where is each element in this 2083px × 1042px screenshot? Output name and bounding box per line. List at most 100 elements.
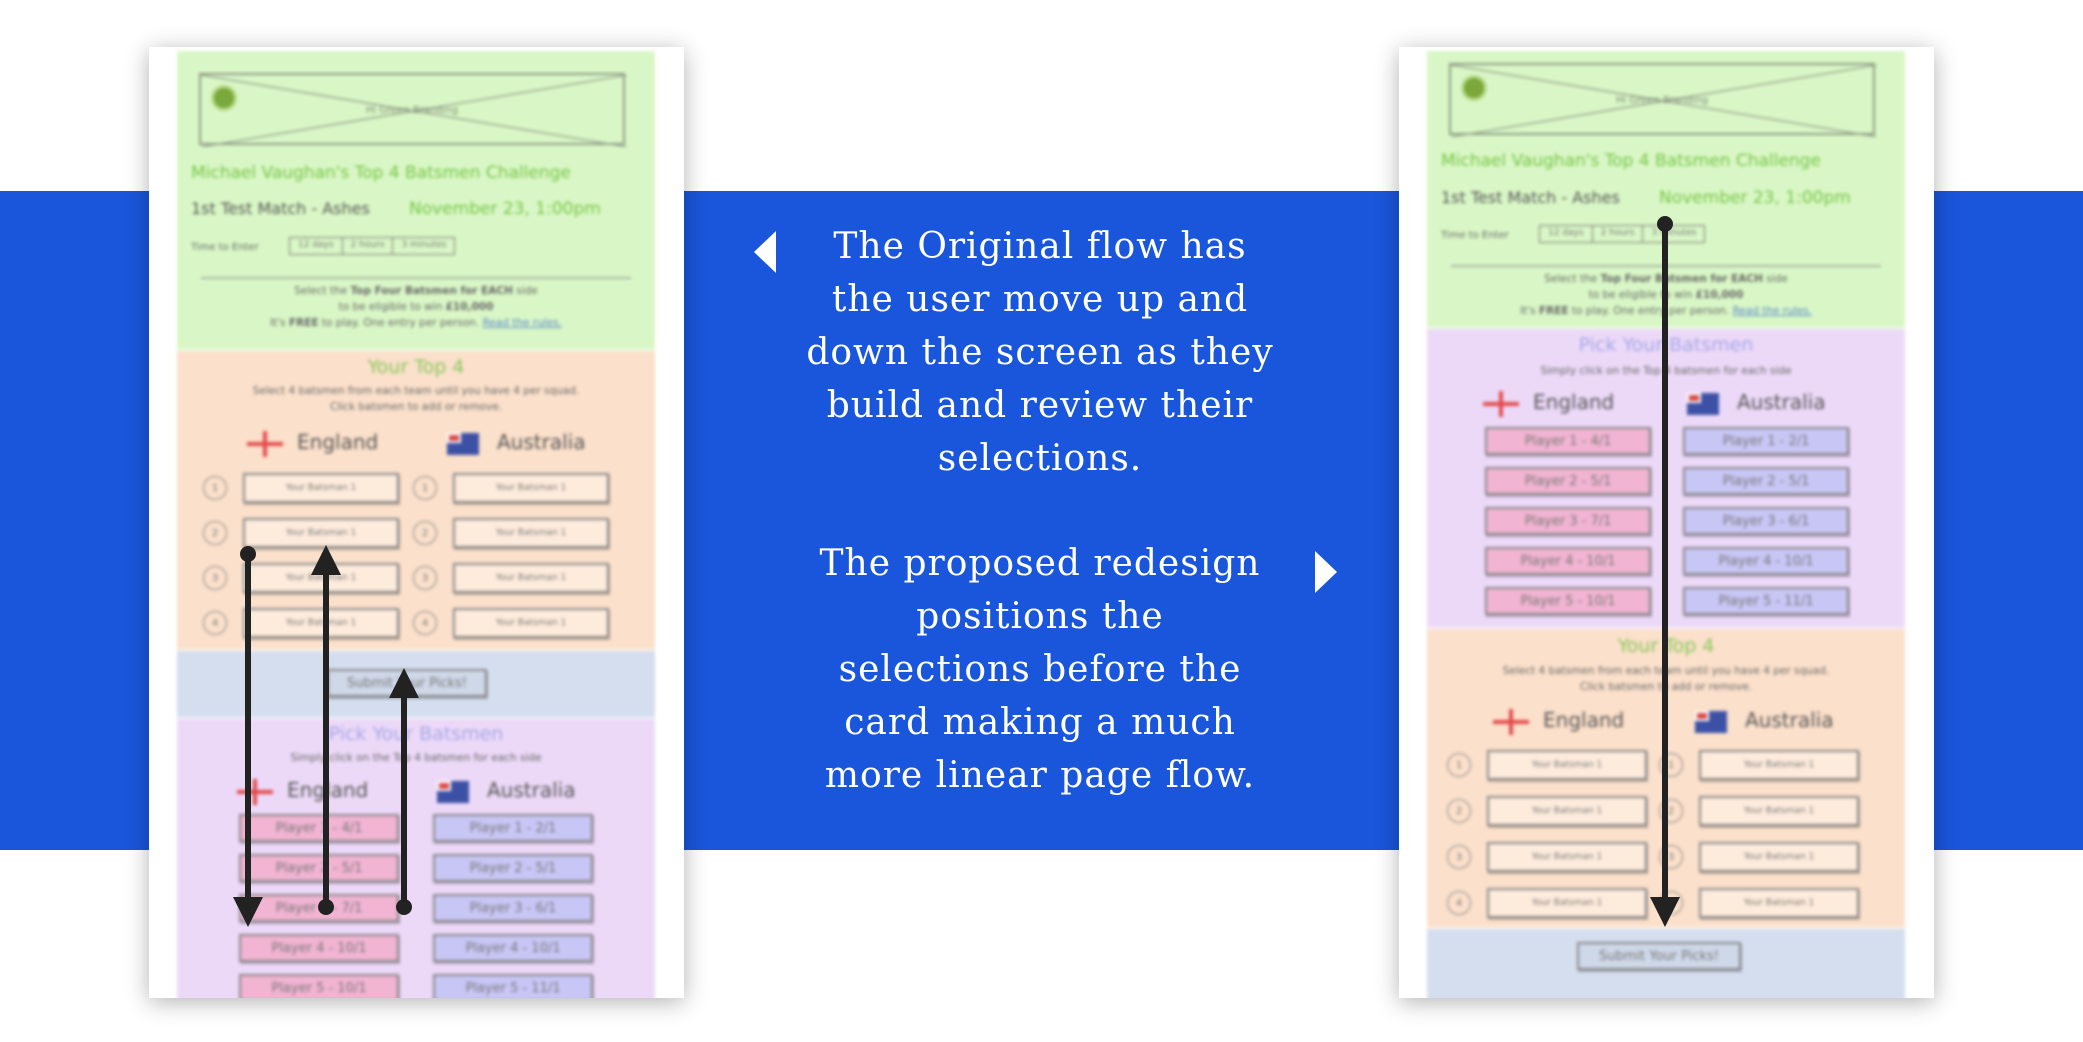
branding-label: Hi Green Branding (1615, 95, 1709, 106)
pick-batsmen-section: Pick Your Batsmen Simply click on the To… (177, 719, 655, 998)
rules-text: Select the Top Four Batsmen for EACH sid… (270, 285, 562, 329)
england-player-button[interactable]: Player 3 - 7/1 (1485, 507, 1651, 535)
australia-player-button[interactable]: Player 4 - 10/1 (1683, 547, 1849, 575)
australia-player-button[interactable]: Player 3 - 6/1 (1683, 507, 1849, 535)
read-rules-link[interactable]: Read the rules. (482, 317, 562, 329)
australia-player-button[interactable]: Player 5 - 11/1 (1683, 587, 1849, 615)
top4-instructions: Select 4 batsmen from each team until yo… (252, 385, 580, 413)
match-name: 1st Test Match - Ashes (191, 199, 370, 218)
australia-slot[interactable]: Your Batsman 1 (1699, 796, 1859, 826)
england-player-button[interactable]: Player 1 - 4/1 (239, 814, 399, 842)
england-label: England (1533, 390, 1615, 414)
description-line: The proposed redesign (819, 543, 1261, 584)
branding-label: Hi Green Branding (365, 105, 459, 116)
description-line: down the screen as they (806, 332, 1274, 373)
england-label: England (297, 430, 379, 454)
slot-number: 2 (1447, 799, 1471, 823)
australia-flag-icon (1695, 711, 1727, 733)
australia-flag-icon (437, 781, 469, 803)
england-player-button[interactable]: Player 4 - 10/1 (1485, 547, 1651, 575)
australia-slot[interactable]: Your Batsman 1 (1699, 750, 1859, 780)
pick-instructions: Simply click on the Top 4 batsmen for ea… (290, 752, 542, 764)
australia-player-button[interactable]: Player 4 - 10/1 (433, 934, 593, 962)
submit-section: Submit Your Picks! (1427, 929, 1905, 998)
flow-arrow-up (389, 668, 419, 915)
description-line: build and review their (826, 385, 1254, 426)
description-line: the user move up and (831, 279, 1249, 320)
england-flag-icon (1483, 391, 1519, 417)
australia-player-button[interactable]: Player 1 - 2/1 (1683, 427, 1849, 455)
australia-player-button[interactable]: Player 3 - 6/1 (433, 894, 593, 922)
slot-number: 1 (203, 476, 227, 500)
england-slot[interactable]: Your Batsman 1 (243, 473, 399, 503)
australia-slot[interactable]: Your Batsman 1 (453, 563, 609, 593)
timer-days: 12 days (290, 238, 343, 254)
england-slot[interactable]: Your Batsman 1 (1487, 888, 1647, 918)
england-slot[interactable]: Your Batsman 1 (243, 608, 399, 638)
challenge-title: Michael Vaughan's Top 4 Batsmen Challeng… (1441, 151, 1821, 171)
proposed-flow-arrows (1650, 216, 1680, 927)
australia-player-button[interactable]: Player 1 - 2/1 (433, 814, 593, 842)
australia-flag-icon (447, 433, 479, 455)
england-flag-icon (237, 779, 273, 805)
australia-slot[interactable]: Your Batsman 1 (453, 518, 609, 548)
slot-number: 4 (1447, 891, 1471, 915)
description-line: selections before the (838, 649, 1242, 690)
slot-number: 3 (1447, 845, 1471, 869)
australia-label: Australia (497, 430, 586, 454)
australia-slot[interactable]: Your Batsman 1 (1699, 888, 1859, 918)
england-slot[interactable]: Your Batsman 1 (1487, 842, 1647, 872)
original-flow-mockup: Hi Green Branding Michael Vaughan's Top … (149, 47, 684, 998)
time-label: Time to Enter (191, 242, 259, 253)
timer-hours: 2 hours (1593, 226, 1644, 242)
read-rules-link[interactable]: Read the rules. (1732, 305, 1812, 317)
flow-arrow-down (1650, 216, 1680, 927)
england-player-button[interactable]: Player 2 - 5/1 (239, 854, 399, 882)
branding-banner: Hi Green Branding (1449, 63, 1877, 137)
match-date: November 23, 1:00pm (1659, 188, 1851, 208)
england-player-button[interactable]: Player 1 - 4/1 (1485, 427, 1651, 455)
time-label: Time to Enter (1441, 230, 1509, 241)
australia-player-button[interactable]: Player 5 - 11/1 (433, 974, 593, 998)
slot-number: 4 (413, 611, 437, 635)
australia-slot[interactable]: Your Batsman 1 (453, 608, 609, 638)
flow-arrow-down (233, 546, 263, 927)
divider (201, 277, 631, 279)
slot-number: 3 (413, 566, 437, 590)
slot-number: 2 (203, 521, 227, 545)
australia-player-button[interactable]: Player 2 - 5/1 (433, 854, 593, 882)
proposed-flow-mockup: Hi Green Branding Michael Vaughan's Top … (1399, 47, 1934, 998)
submit-picks-button[interactable]: Submit Your Picks! (1577, 942, 1741, 970)
slot-number: 1 (413, 476, 437, 500)
australia-flag-icon (1687, 393, 1719, 415)
england-label: England (1543, 708, 1625, 732)
brand-logo-icon (211, 85, 237, 111)
australia-label: Australia (1737, 390, 1826, 414)
description-line: card making a much (844, 702, 1236, 743)
england-player-button[interactable]: Player 5 - 10/1 (239, 974, 399, 998)
england-slot[interactable]: Your Batsman 1 (1487, 750, 1647, 780)
england-flag-icon (1493, 709, 1529, 735)
match-name: 1st Test Match - Ashes (1441, 188, 1620, 207)
england-player-button[interactable]: Player 2 - 5/1 (1485, 467, 1651, 495)
description-line: more linear page flow. (824, 755, 1256, 796)
top4-title: Your Top 4 (367, 356, 465, 378)
england-slot[interactable]: Your Batsman 1 (1487, 796, 1647, 826)
australia-slot[interactable]: Your Batsman 1 (1699, 842, 1859, 872)
pick-title: Pick Your Batsmen (328, 723, 504, 745)
slot-number: 2 (1659, 799, 1683, 823)
match-date: November 23, 1:00pm (409, 199, 601, 219)
australia-player-button[interactable]: Player 2 - 5/1 (1683, 467, 1849, 495)
triangle-right-icon (1315, 551, 1337, 593)
countdown-timer: 12 days 2 hours 3 minutes (289, 237, 456, 255)
england-player-button[interactable]: Player 5 - 10/1 (1485, 587, 1651, 615)
original-flow-description: The Original flow has the user move up a… (790, 220, 1290, 485)
challenge-title: Michael Vaughan's Top 4 Batsmen Challeng… (191, 163, 571, 183)
timer-minutes: 3 minutes (401, 240, 447, 250)
england-flag-icon (247, 431, 283, 457)
australia-label: Australia (487, 778, 576, 802)
description-line: selections. (937, 438, 1143, 479)
england-player-button[interactable]: Player 4 - 10/1 (239, 934, 399, 962)
australia-slot[interactable]: Your Batsman 1 (453, 473, 609, 503)
slot-number: 1 (1659, 753, 1683, 777)
